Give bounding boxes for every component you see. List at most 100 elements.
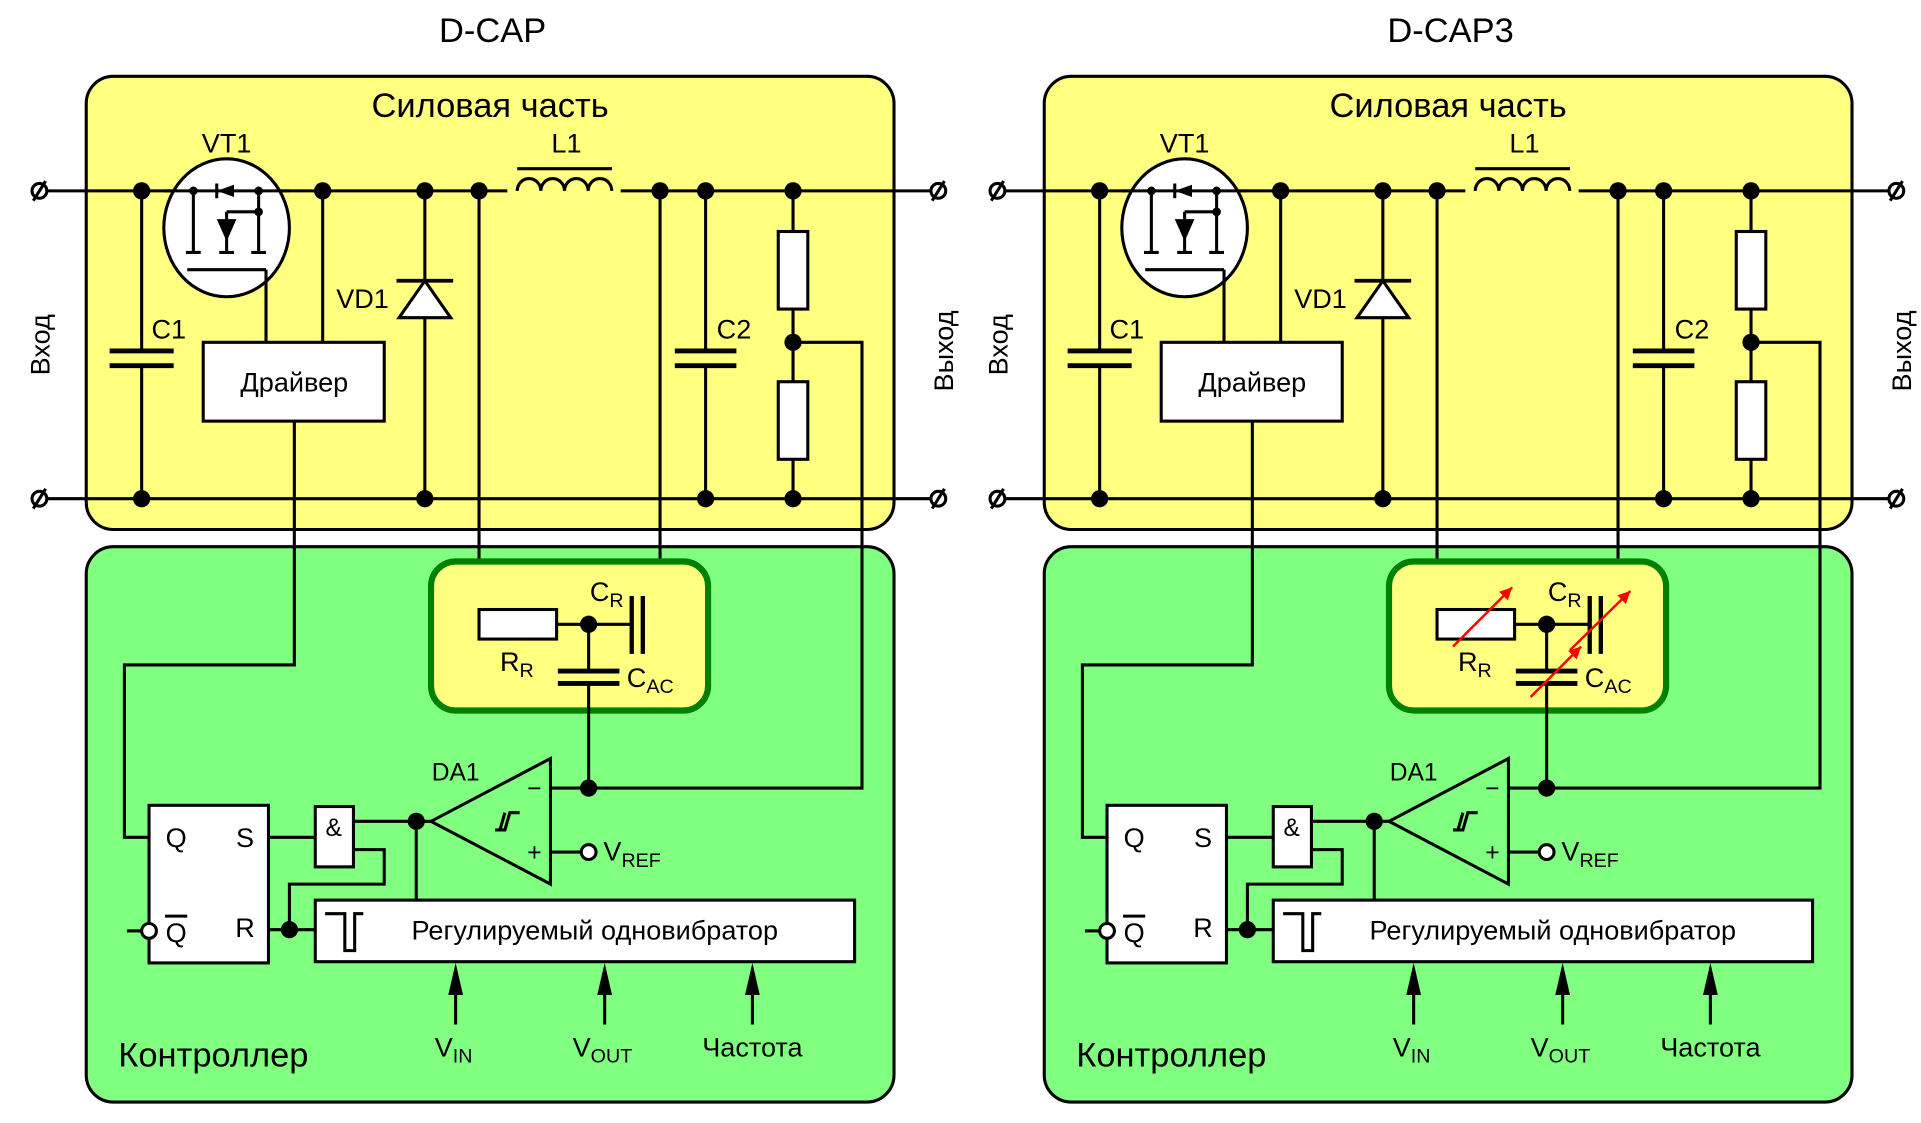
- ff-qbar-label: Q: [166, 917, 187, 948]
- oneshot-block: [313, 898, 857, 964]
- driver-label: Драйвер: [240, 367, 348, 398]
- adjust-arrow-icon: [1529, 645, 1582, 698]
- and-gate: [1271, 805, 1313, 869]
- comparator-da1: [427, 755, 552, 887]
- node-dot: [1365, 812, 1383, 830]
- vref-terminal: [579, 843, 598, 862]
- output-label: Выход: [928, 310, 959, 391]
- arrow-up-icon: [745, 962, 760, 1025]
- node-dot: [1272, 182, 1290, 200]
- arrow-up-icon: [1703, 962, 1718, 1025]
- terminal-icon: [30, 488, 49, 510]
- l1-label: L1: [1509, 128, 1539, 159]
- ff-r-label: R: [1193, 912, 1213, 943]
- rs-flip-flop: [1105, 803, 1229, 965]
- terminal-icon: [1887, 488, 1906, 510]
- ff-q-label: Q: [1124, 822, 1145, 853]
- inductor-l1: [1465, 167, 1579, 196]
- oneshot-block: [1271, 898, 1815, 964]
- node-dot: [407, 812, 425, 830]
- capacitor-cr: [629, 595, 645, 654]
- vt1-label: VT1: [1160, 128, 1210, 159]
- inversion-circle: [1098, 921, 1116, 940]
- panel-d-cap3: D-CAP3 Силовая часть Контроллер Вход Вых…: [982, 12, 1917, 1104]
- wire-driver-to-q: [1080, 421, 1254, 839]
- arrow-up-icon: [1555, 962, 1571, 1025]
- capacitor-cr: [1587, 595, 1603, 654]
- da1-label: DA1: [432, 760, 480, 787]
- diode-vd1: [1354, 182, 1412, 508]
- vout-label: VOUT: [1531, 1032, 1591, 1068]
- terminal-icon: [929, 488, 948, 510]
- wire: [1245, 848, 1344, 930]
- vt1-label: VT1: [202, 128, 252, 159]
- driver-block: [1159, 340, 1344, 423]
- power-block-label: Силовая часть: [1329, 87, 1566, 125]
- arrow-up-icon: [597, 962, 613, 1025]
- minus-input-label: −: [527, 776, 541, 803]
- panel-title: D-CAP3: [1387, 12, 1513, 50]
- vin-label: VIN: [435, 1032, 473, 1068]
- wire: [287, 848, 386, 930]
- wire-feedback: [550, 340, 864, 790]
- ff-r-label: R: [235, 912, 255, 943]
- node-dot: [580, 779, 598, 797]
- ff-q-label: Q: [166, 822, 187, 853]
- oneshot-label: Регулируемый одновибратор: [412, 915, 778, 946]
- wire-feedback: [1508, 340, 1822, 790]
- rs-flip-flop: [147, 803, 271, 965]
- node-dot: [1538, 779, 1556, 797]
- panel-title: D-CAP: [439, 12, 546, 50]
- node-dot: [280, 921, 299, 939]
- rr-label: RR: [500, 646, 534, 682]
- ff-s-label: S: [1194, 822, 1212, 853]
- node-dot: [1238, 921, 1257, 939]
- c2-label: C2: [717, 314, 752, 345]
- terminal-icon: [988, 180, 1007, 202]
- c2-label: C2: [1675, 314, 1710, 345]
- vref-label: VREF: [1561, 836, 1618, 872]
- terminal-icon: [988, 488, 1007, 510]
- cac-label: CAC: [1585, 662, 1632, 698]
- arrow-up-icon: [448, 962, 464, 1025]
- vref-terminal: [1537, 843, 1556, 862]
- ff-s-label: S: [236, 822, 254, 853]
- c1-label: C1: [1109, 314, 1144, 345]
- inductor-l1: [507, 167, 621, 196]
- terminal-icon: [929, 180, 948, 202]
- freq-label: Частота: [1660, 1032, 1761, 1063]
- adjustable-arrows: [1452, 586, 1632, 698]
- comparator-da1: [1385, 755, 1510, 887]
- l1-label: L1: [551, 128, 581, 159]
- arrow-up-icon: [1406, 962, 1422, 1025]
- terminal-icon: [30, 180, 49, 202]
- vref-label: VREF: [603, 836, 660, 872]
- controller-block-label: Контроллер: [1076, 1036, 1266, 1074]
- plus-input-label: +: [1485, 840, 1499, 867]
- and-gate-label: &: [1284, 815, 1301, 842]
- rc-ripple-block: [427, 558, 712, 714]
- resistor-rr: [477, 607, 559, 641]
- diode-vd1: [396, 182, 454, 508]
- driver-label: Драйвер: [1198, 367, 1306, 398]
- vd1-label: VD1: [1294, 283, 1347, 314]
- oneshot-label: Регулируемый одновибратор: [1370, 915, 1736, 946]
- adjust-arrow-icon: [1452, 586, 1514, 648]
- panel-d-cap: D-CAP Силовая часть Контроллер Вход Выхо…: [24, 12, 959, 1104]
- capacitor-c1: [109, 182, 174, 508]
- ff-qbar-label: Q: [1124, 917, 1145, 948]
- terminal-icon: [1887, 180, 1906, 202]
- rc-ripple-block: [1385, 558, 1670, 714]
- mosfet-vt1: [162, 157, 291, 343]
- capacitor-c1: [1067, 182, 1132, 508]
- vout-label: VOUT: [573, 1032, 633, 1068]
- cr-label: CR: [590, 576, 624, 612]
- vin-label: VIN: [1393, 1032, 1431, 1068]
- pulse-icon: [1283, 912, 1322, 953]
- node-dot: [314, 182, 332, 200]
- c1-label: C1: [151, 314, 186, 345]
- plus-input-label: +: [527, 840, 541, 867]
- resistor-divider: [776, 182, 810, 508]
- capacitor-c2: [1632, 182, 1695, 508]
